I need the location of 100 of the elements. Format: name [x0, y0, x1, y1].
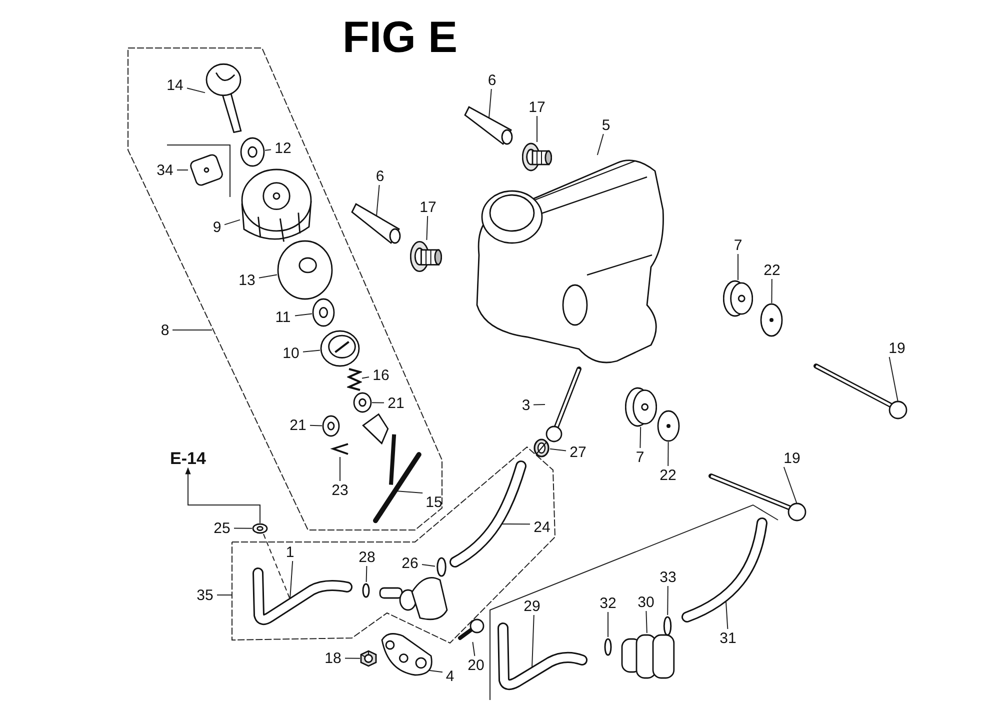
- callout-number: 5: [598, 116, 614, 134]
- hose-drawing: [495, 622, 590, 692]
- callout-number: 33: [656, 568, 680, 586]
- leader-line: [426, 216, 428, 240]
- bolt-drawing: [707, 472, 807, 522]
- callout-number: 28: [355, 548, 379, 566]
- callout-number: 15: [422, 493, 446, 511]
- leader-line: [502, 524, 530, 525]
- leader-line: [224, 219, 240, 226]
- leader-line: [290, 560, 294, 600]
- clip-drawing: [435, 556, 448, 578]
- nut-drawing: [360, 650, 377, 667]
- leader-line: [344, 658, 360, 659]
- leader-line: [422, 564, 436, 567]
- washer-drawing: [240, 137, 265, 167]
- leader-line: [216, 594, 232, 596]
- leader-line: [771, 278, 772, 304]
- leader-line: [640, 426, 642, 448]
- leader-line: [726, 602, 728, 630]
- callout-number: 7: [632, 448, 648, 466]
- callout-number: 21: [384, 394, 408, 412]
- leader-line: [258, 274, 278, 278]
- leader-line: [372, 402, 384, 404]
- leader-line: [234, 528, 252, 529]
- leader-line: [362, 376, 370, 379]
- callout-number: 17: [416, 198, 440, 216]
- knob-drawing: [205, 62, 242, 133]
- tube-drawing: [463, 103, 515, 148]
- leader-line: [294, 313, 312, 316]
- callout-number: 7: [730, 236, 746, 254]
- callout-number: 19: [885, 339, 909, 357]
- leader-line: [186, 88, 206, 94]
- plug-drawing: [410, 240, 442, 273]
- leader-line: [263, 534, 290, 600]
- clip-drawing: [662, 615, 673, 637]
- callout-number: 18: [321, 649, 345, 667]
- clip-drawing: [603, 637, 613, 657]
- callout-number: 19: [780, 449, 804, 467]
- callout-number: 1: [282, 543, 298, 561]
- leader-line: [667, 586, 668, 616]
- callout-number: 29: [520, 597, 544, 615]
- spring-drawing: [347, 367, 362, 392]
- callout-number: 32: [596, 594, 620, 612]
- leader-line: [783, 466, 798, 504]
- callout-number: 4: [442, 667, 458, 685]
- leader-line: [264, 149, 272, 151]
- callout-number: 16: [369, 366, 393, 384]
- clip-drawing: [361, 582, 371, 599]
- stud-drawing: [545, 365, 583, 443]
- cup-drawing: [320, 330, 360, 367]
- dipstick-drawing: [360, 412, 422, 524]
- callout-number: 10: [279, 344, 303, 362]
- washer-drawing: [760, 303, 783, 337]
- washer-drawing: [657, 410, 680, 442]
- leader-line: [550, 448, 566, 452]
- hose-drawing: [250, 565, 355, 627]
- callout-number: 8: [158, 321, 172, 339]
- leader-line: [532, 614, 534, 668]
- callout-number: 6: [484, 71, 500, 89]
- callout-number: 3: [518, 396, 534, 414]
- plug-drawing: [522, 142, 552, 172]
- disc-drawing: [277, 240, 333, 300]
- leader-line: [472, 642, 476, 656]
- callout-number: 22: [760, 261, 784, 279]
- leader-line: [646, 610, 648, 634]
- leader-line: [310, 424, 322, 426]
- bolt-drawing: [812, 362, 908, 420]
- callout-number: 20: [464, 656, 488, 674]
- leader-line: [668, 442, 669, 466]
- washer-drawing: [252, 523, 268, 534]
- callout-number: 22: [656, 466, 680, 484]
- callout-number: 24: [530, 518, 554, 536]
- reference-label: E-14: [165, 448, 211, 468]
- leader-line: [302, 350, 320, 352]
- callout-number: 21: [286, 416, 310, 434]
- callout-number: 14: [163, 76, 187, 94]
- grommet-drawing: [625, 387, 657, 427]
- leader-line: [596, 134, 604, 156]
- leader-line: [888, 356, 898, 402]
- arrow: [185, 467, 260, 524]
- leader-line: [533, 404, 546, 406]
- callout-number: 13: [235, 271, 259, 289]
- callout-number: 26: [398, 554, 422, 572]
- callout-number: 30: [634, 593, 658, 611]
- callout-number: 34: [153, 161, 177, 179]
- callout-number: 27: [566, 443, 590, 461]
- callout-number: 6: [372, 167, 388, 185]
- callout-number: 23: [328, 481, 352, 499]
- callout-number: 35: [193, 586, 217, 604]
- filter-drawing: [620, 633, 675, 680]
- callout-number: 12: [271, 139, 295, 157]
- ring-drawing: [533, 438, 550, 458]
- leader-line: [488, 88, 492, 118]
- washer-drawing: [322, 415, 340, 437]
- callout-number: 11: [271, 308, 295, 326]
- washer-drawing: [312, 298, 335, 327]
- grommet-drawing: [723, 280, 753, 317]
- callout-number: 17: [525, 98, 549, 116]
- leader-line: [366, 566, 368, 582]
- pin-drawing: [330, 442, 350, 457]
